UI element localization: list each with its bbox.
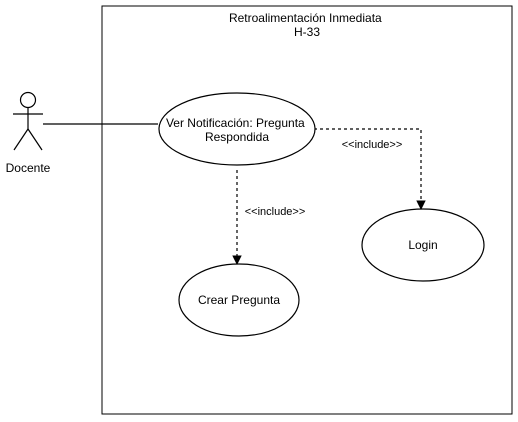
include-label-crear-pregunta: <<include>> — [245, 206, 306, 218]
include-arrow-login[interactable] — [308, 128, 426, 210]
system-title-line1: Retroalimentación Inmediata — [229, 11, 382, 25]
use-case-login[interactable]: Login — [361, 208, 485, 282]
use-case-ver-notificacion[interactable]: Ver Notificación: Pregunta Respondida — [158, 92, 316, 166]
use-case-crear-pregunta[interactable]: Crear Pregunta — [178, 263, 300, 337]
use-case-ver-notificacion-line2: Respondida — [205, 130, 269, 144]
actor-docente[interactable]: Docente — [6, 91, 51, 176]
use-case-login-label: Login — [408, 238, 437, 252]
use-case-ver-notificacion-label: Ver Notificación: Pregunta Respondida — [166, 116, 308, 144]
system-title-line2: H-33 — [294, 25, 320, 39]
use-case-crear-pregunta-label: Crear Pregunta — [198, 293, 280, 307]
system-boundary[interactable] — [101, 5, 513, 415]
include-label-login: <<include>> — [342, 139, 403, 151]
system-title: Retroalimentación Inmediata H-33 — [229, 11, 385, 39]
use-case-crear-pregunta-ellipse — [178, 263, 300, 337]
use-case-login-ellipse — [361, 208, 485, 282]
actor-label: Docente — [6, 161, 51, 175]
actor-head — [19, 91, 37, 109]
use-case-ver-notificacion-ellipse — [158, 92, 316, 166]
actor-left-leg — [13, 128, 29, 151]
actor-right-leg — [27, 128, 43, 151]
use-case-ver-notificacion-line1: Ver Notificación: Pregunta — [166, 116, 305, 130]
